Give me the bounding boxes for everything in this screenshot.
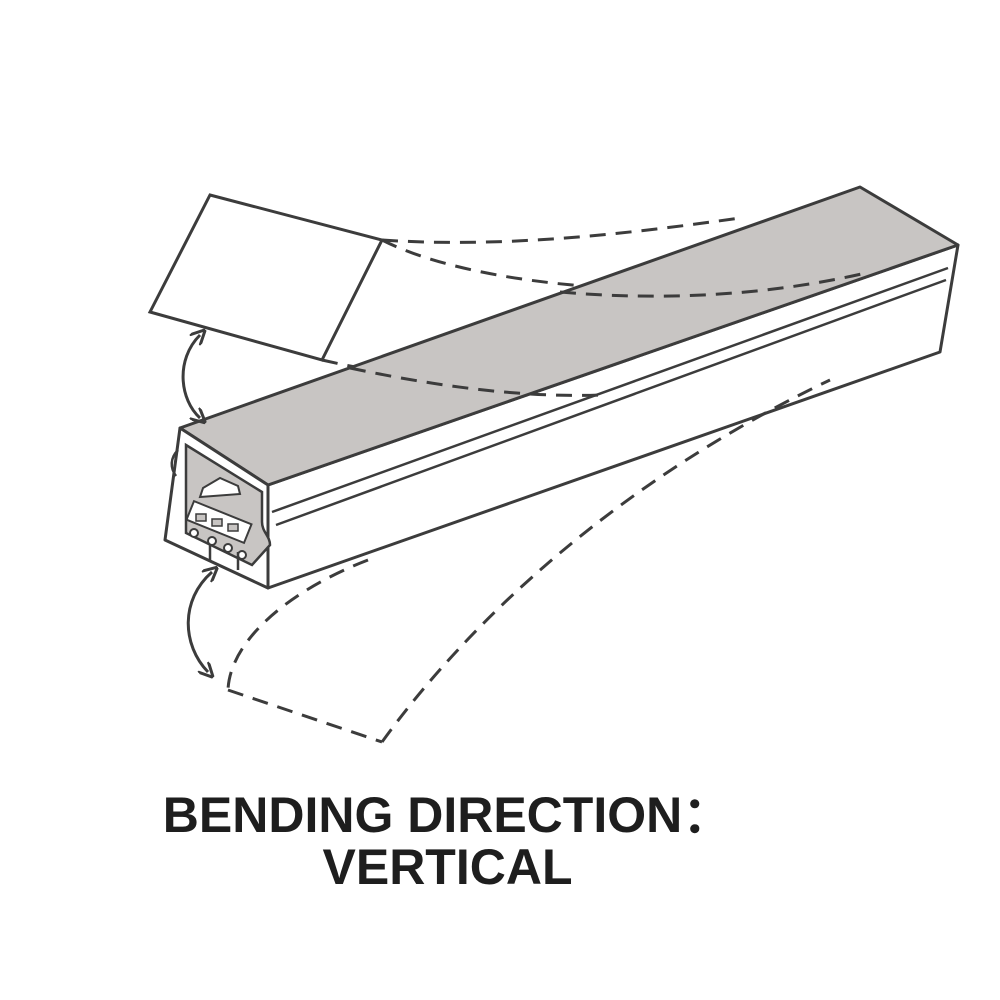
top-face-dashed-curves [349, 270, 871, 397]
lens-dome-shape [198, 476, 242, 499]
end-face-notch [170, 449, 179, 477]
strip-groove-lines [271, 266, 949, 527]
wire-leads [208, 545, 240, 570]
bend-down-arrow [186, 572, 212, 672]
pcb-pins [189, 528, 247, 560]
caption-bending-direction: BENDING DIRECTION： [162, 787, 733, 843]
bent-down-dashed-outline [226, 378, 831, 744]
led-chips [195, 513, 239, 532]
end-face-inner-profile [184, 442, 272, 567]
bent-up-end-outline [147, 193, 385, 362]
caption-vertical: VERTICAL [322, 839, 573, 895]
bend-up-arrow [181, 335, 200, 418]
